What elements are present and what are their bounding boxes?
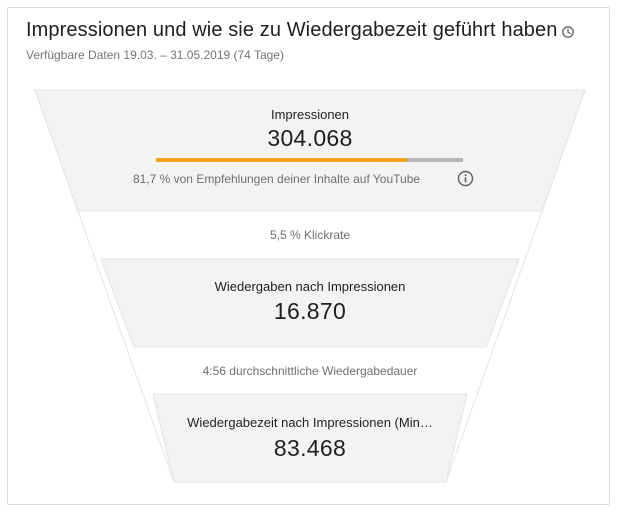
- funnel-stage-views: [100, 258, 520, 348]
- impressions-value: 304.068: [267, 125, 353, 151]
- click-rate-text: 5,5 % Klickrate: [269, 228, 351, 242]
- recommendation-share-text: 81,7 % von Empfehlungen deiner Inhalte a…: [132, 172, 421, 186]
- funnel-stage-impressions: [34, 89, 586, 212]
- recommendation-share-bar: [156, 158, 463, 162]
- card-title: Impressionen und wie sie zu Wiedergabeze…: [26, 19, 558, 41]
- history-clock-icon[interactable]: [561, 25, 575, 39]
- watch-time-label: Wiedergabezeit nach Impressionen (Min…: [187, 415, 433, 430]
- funnel-stage-watch-time: [152, 393, 468, 483]
- views-value: 16.870: [273, 298, 347, 324]
- recommendation-share-fill: [156, 158, 407, 162]
- date-range-subtitle: Verfügbare Daten 19.03. – 31.05.2019 (74…: [26, 48, 284, 62]
- views-label: Wiedergaben nach Impressionen: [214, 279, 406, 294]
- impressions-label: Impressionen: [270, 107, 350, 122]
- watch-time-value: 83.468: [273, 435, 347, 461]
- info-icon[interactable]: [457, 170, 474, 187]
- avg-duration-text: 4:56 durchschnittliche Wiedergabedauer: [202, 364, 418, 378]
